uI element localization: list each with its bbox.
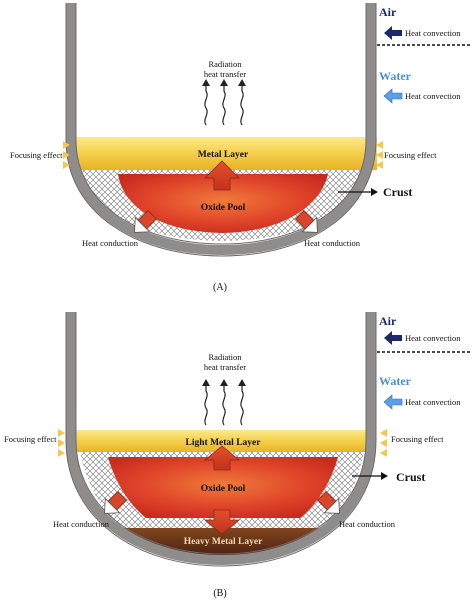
conduction-arrow-left bbox=[104, 490, 128, 514]
air-arrow-icon bbox=[384, 26, 402, 40]
water-arrow-icon bbox=[383, 88, 403, 104]
radiation-arrowheads bbox=[202, 379, 246, 386]
focusing-arrows-left bbox=[58, 429, 65, 457]
upward-heat-arrow bbox=[203, 445, 241, 471]
water-heat-convection-label: Heat convection bbox=[405, 397, 461, 407]
heat-conduction-right-label: Heat conduction bbox=[304, 238, 361, 248]
conduction-arrow-right bbox=[316, 490, 340, 514]
air-heat-convection-label: Heat convection bbox=[405, 28, 461, 38]
oxide-pool-label: Oxide Pool bbox=[201, 203, 246, 213]
focusing-effect-left-label: Focusing effect bbox=[4, 434, 57, 444]
light-metal-layer-label: Light Metal Layer bbox=[186, 438, 262, 448]
oxide-pool-label: Oxide Pool bbox=[201, 484, 246, 494]
oxide-pool bbox=[108, 457, 338, 518]
air-heat-convection-label: Heat convection bbox=[405, 333, 461, 343]
panel-a: Radiation heat transfer Metal Layer Oxid… bbox=[10, 3, 470, 293]
heat-conduction-left-label: Heat conduction bbox=[82, 238, 139, 248]
upward-heat-arrow bbox=[204, 160, 240, 191]
water-arrow-icon bbox=[383, 394, 403, 410]
heat-conduction-left-label: Heat conduction bbox=[53, 519, 110, 529]
focusing-effect-right-label: Focusing effect bbox=[391, 434, 444, 444]
focusing-arrows-right bbox=[380, 429, 387, 457]
water-label: Water bbox=[379, 374, 412, 388]
vessel-wall bbox=[66, 3, 376, 256]
focusing-effect-left-label: Focusing effect bbox=[10, 150, 63, 160]
conduction-arrow-left bbox=[134, 209, 158, 233]
panel-b: Radiation heat transfer Light Metal Laye… bbox=[4, 312, 470, 599]
radiation-arrowheads bbox=[202, 79, 246, 86]
conduction-arrow-right bbox=[294, 209, 318, 233]
oxide-pool bbox=[118, 174, 328, 233]
radiation-label-line1: Radiation bbox=[208, 352, 242, 362]
caption-b: (B) bbox=[213, 588, 226, 599]
caption-a: (A) bbox=[213, 282, 227, 293]
water-heat-convection-label: Heat convection bbox=[405, 91, 461, 101]
focusing-arrows-right bbox=[376, 141, 383, 169]
crust-label: Crust bbox=[396, 470, 425, 484]
radiation-label-line2: heat transfer bbox=[204, 362, 246, 372]
radiation-label-line1: Radiation bbox=[208, 59, 242, 69]
radiation-arrows bbox=[204, 384, 244, 426]
radiation-arrows bbox=[204, 84, 244, 126]
metal-layer-label: Metal Layer bbox=[198, 150, 249, 160]
air-label: Air bbox=[379, 5, 397, 19]
light-metal-layer bbox=[72, 430, 374, 452]
crust-label: Crust bbox=[383, 185, 412, 199]
crust-pointer-head bbox=[371, 188, 378, 196]
focusing-arrows-left bbox=[63, 141, 70, 169]
air-arrow-icon bbox=[384, 331, 402, 345]
downward-heat-arrow bbox=[203, 509, 241, 535]
vessel-wall bbox=[66, 312, 376, 566]
radiation-label-line2: heat transfer bbox=[204, 69, 246, 79]
water-label: Water bbox=[379, 69, 412, 83]
heavy-metal-layer-label: Heavy Metal Layer bbox=[184, 537, 263, 547]
focusing-effect-right-label: Focusing effect bbox=[384, 150, 437, 160]
heat-conduction-right-label: Heat conduction bbox=[339, 519, 396, 529]
air-label: Air bbox=[379, 314, 397, 328]
crust-pointer-head bbox=[381, 472, 388, 480]
